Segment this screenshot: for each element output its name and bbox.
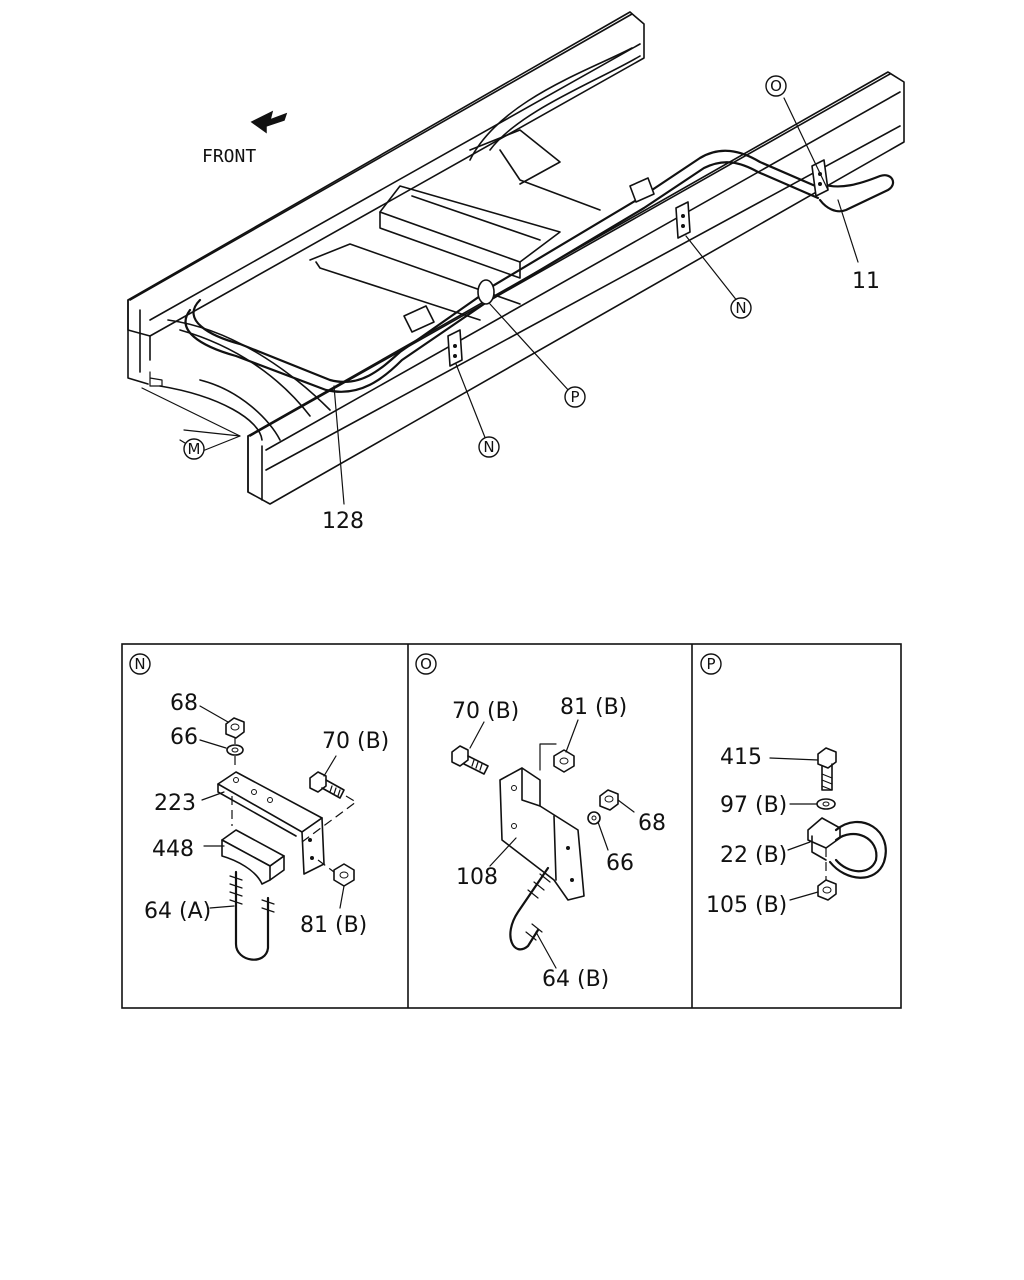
front-direction-label: FRONT	[202, 146, 256, 167]
exhaust-pipe-drawing	[184, 149, 895, 393]
ref-circle-n-main-1: N	[730, 297, 752, 319]
svg-text:O: O	[420, 655, 432, 673]
ref-circle-n-main-2: N	[478, 436, 500, 458]
detail-panel-p: P 415 97 (B) 22 (B) 105 (B)	[700, 653, 887, 918]
ref-circle-m-main: M	[183, 438, 205, 460]
main-leader-lines	[183, 97, 859, 505]
detail-panel-o: O 70 (B) 81 (B)	[415, 653, 666, 992]
svg-text:M: M	[188, 440, 201, 458]
detail-panel-n: N	[129, 653, 389, 961]
panel-o-label-108: 108	[456, 865, 498, 890]
panel-o-label-81b: 81 (B)	[560, 695, 627, 720]
panel-n-ref-circle: N	[129, 653, 151, 675]
panel-n-label-448: 448	[152, 837, 194, 862]
callout-11: 11	[852, 269, 880, 294]
panel-n-label-68: 68	[170, 691, 198, 716]
front-arrow-icon	[250, 110, 288, 134]
svg-text:N: N	[134, 655, 145, 673]
panel-p-label-22b: 22 (B)	[720, 843, 787, 868]
svg-text:P: P	[570, 388, 579, 406]
panel-o-label-64b: 64 (B)	[542, 967, 609, 992]
svg-text:N: N	[735, 299, 746, 317]
panel-n-label-66: 66	[170, 725, 198, 750]
svg-text:P: P	[706, 655, 715, 673]
chassis-frame-drawing	[127, 11, 905, 505]
panel-o-label-68: 68	[638, 811, 666, 836]
callout-128: 128	[322, 509, 364, 534]
svg-text:O: O	[770, 77, 782, 95]
panel-p-label-97b: 97 (B)	[720, 793, 787, 818]
panel-p-label-415: 415	[720, 745, 762, 770]
panel-o-label-66: 66	[606, 851, 634, 876]
panel-n-label-81b: 81 (B)	[300, 913, 367, 938]
panel-n-label-223: 223	[154, 791, 196, 816]
panel-n-label-70b: 70 (B)	[322, 729, 389, 754]
svg-text:N: N	[483, 438, 494, 456]
detail-panel-frame	[121, 643, 902, 1009]
ref-circle-p-main: P	[564, 386, 586, 408]
panel-n-label-64a: 64 (A)	[144, 899, 211, 924]
panel-p-label-105b: 105 (B)	[706, 893, 787, 918]
panel-o-label-70b: 70 (B)	[452, 699, 519, 724]
panel-p-ref-circle: P	[700, 653, 722, 675]
ref-circle-o-main: O	[765, 75, 787, 97]
panel-o-ref-circle: O	[415, 653, 437, 675]
